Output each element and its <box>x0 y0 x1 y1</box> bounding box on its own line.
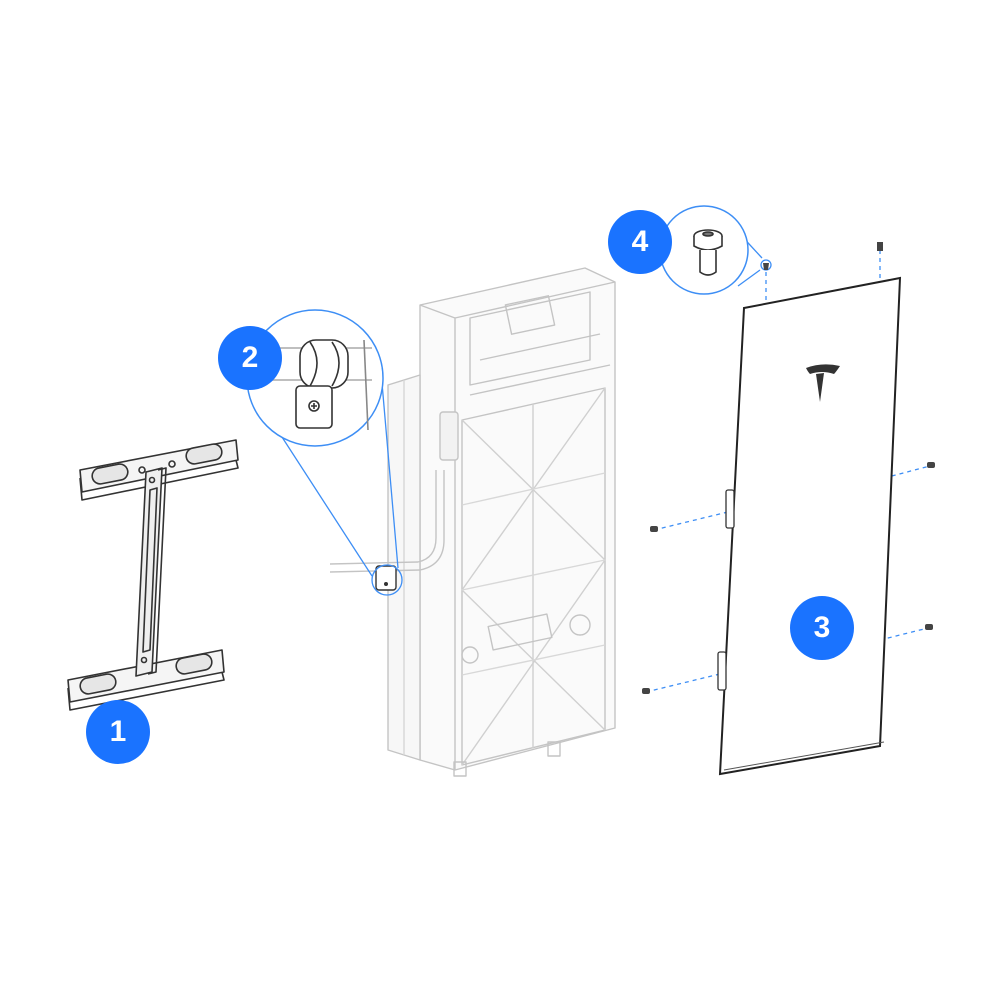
brand-logo-icon <box>806 364 840 402</box>
callout-badge-1: 1 <box>86 700 150 764</box>
callout-badge-4: 4 <box>608 210 672 274</box>
front-cover <box>642 242 935 776</box>
main-unit <box>329 267 616 777</box>
callout-badge-3: 3 <box>790 596 854 660</box>
conduit-clamp <box>246 309 403 596</box>
cover-screw <box>659 205 772 295</box>
wall-bracket <box>67 439 239 711</box>
callout-badge-2: 2 <box>218 326 282 390</box>
